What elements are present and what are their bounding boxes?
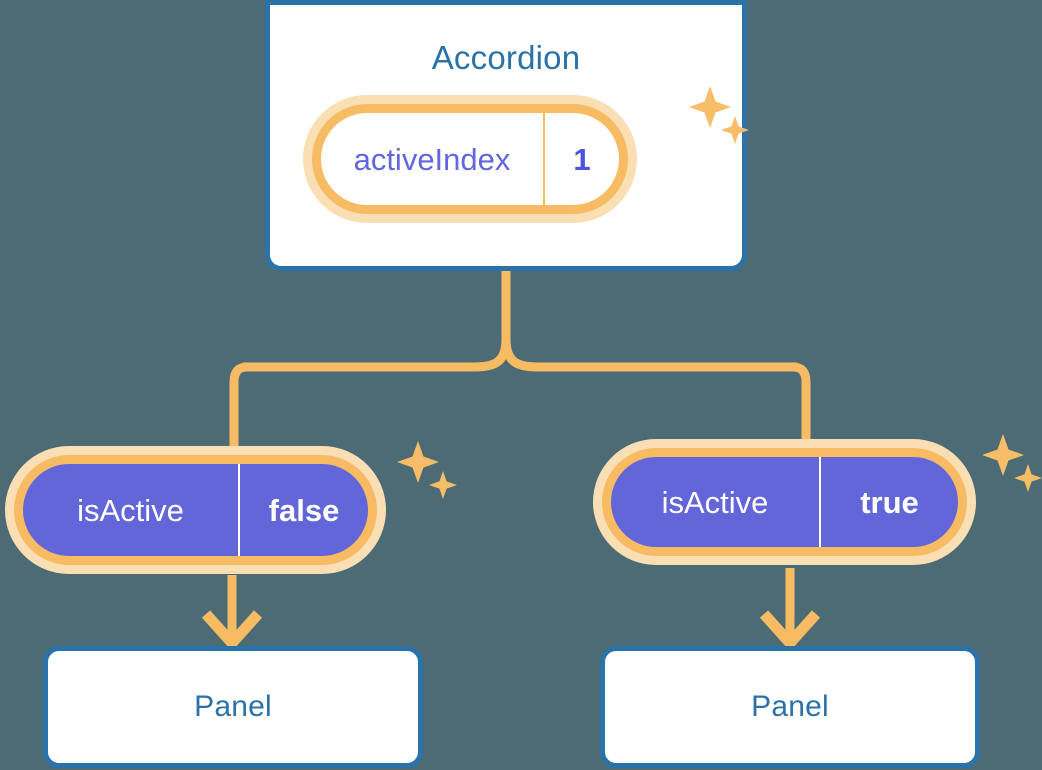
state-key-label: isActive bbox=[77, 492, 184, 528]
component-card-panel-left[interactable]: Panel bbox=[43, 646, 423, 768]
connector-fork-right bbox=[501, 338, 797, 372]
sparkle-large-icon bbox=[982, 434, 1024, 476]
connector-fork-left bbox=[243, 338, 511, 372]
state-value-label: true bbox=[819, 457, 958, 547]
panel-title: Panel bbox=[751, 690, 829, 723]
state-value-label: 1 bbox=[543, 113, 619, 205]
sparkle-small-icon bbox=[1014, 464, 1042, 492]
state-pill-body[interactable]: isActive true bbox=[602, 448, 967, 556]
component-card-panel-right[interactable]: Panel bbox=[600, 646, 980, 768]
state-key-label: isActive bbox=[661, 484, 769, 520]
sparkles-icon bbox=[982, 434, 1042, 492]
state-pill-isactive-false[interactable]: isActive false bbox=[14, 455, 377, 565]
state-pill-body[interactable]: activeIndex 1 bbox=[312, 104, 628, 214]
arrow-down-icon-right bbox=[759, 568, 821, 652]
sparkle-large-icon bbox=[397, 441, 439, 483]
state-pill-activeindex[interactable]: activeIndex 1 bbox=[312, 104, 628, 214]
sparkle-small-icon bbox=[429, 471, 457, 499]
arrow-down-icon-left bbox=[201, 575, 263, 652]
sparkles-icon bbox=[397, 441, 457, 499]
state-pill-isactive-true[interactable]: isActive true bbox=[602, 448, 967, 556]
panel-title: Panel bbox=[194, 690, 272, 723]
state-value-label: false bbox=[238, 464, 368, 556]
state-key-label: activeIndex bbox=[353, 141, 511, 177]
state-pill-body[interactable]: isActive false bbox=[14, 455, 377, 565]
page-title: Accordion bbox=[431, 39, 581, 76]
